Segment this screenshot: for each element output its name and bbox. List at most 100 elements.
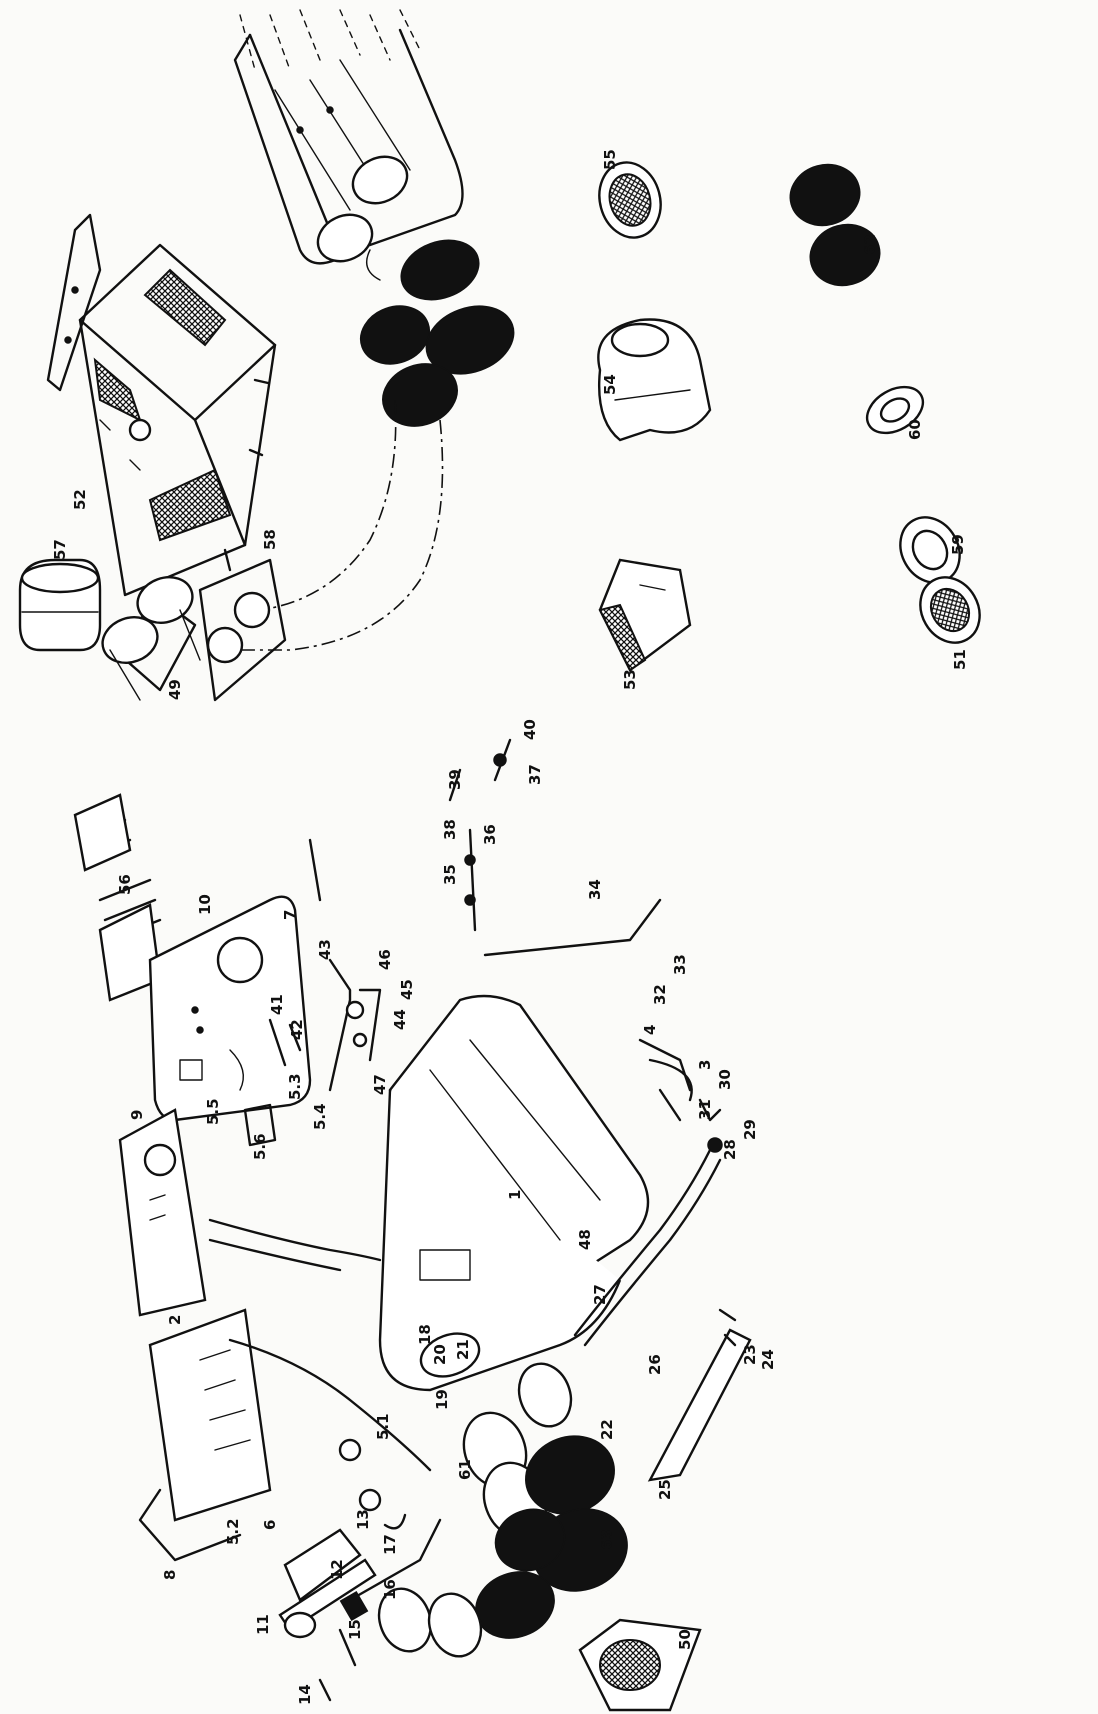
heater-unit-1 [378, 994, 650, 1392]
label-40: 40 [521, 719, 539, 740]
label-32: 32 [651, 984, 669, 1005]
part-30-31 [658, 1088, 722, 1122]
label-55: 55 [601, 149, 619, 170]
part-23-24 [718, 1308, 737, 1347]
part-59-51 [899, 516, 981, 644]
label-5-1: 5.1 [374, 1413, 392, 1440]
label-17: 17 [381, 1534, 399, 1555]
fuel-fittings [448, 738, 512, 932]
part-labels: 1 2 3 4 5.1 5.2 5.3 5.4 5.5 5.6 6 7 8 9 … [51, 149, 969, 1705]
label-31: 31 [696, 1099, 714, 1120]
part-46-47 [328, 958, 382, 1092]
part-41-42 [268, 1018, 302, 1067]
label-26: 26 [646, 1354, 664, 1375]
label-11: 11 [254, 1614, 272, 1635]
label-9: 9 [128, 1110, 146, 1120]
part-62 [789, 163, 881, 287]
part-55 [598, 161, 662, 239]
part-15 [339, 1590, 369, 1622]
label-28: 28 [721, 1139, 739, 1160]
label-60: 60 [906, 419, 924, 440]
part-17 [383, 1513, 407, 1530]
part-7 [308, 838, 322, 902]
label-37: 37 [526, 764, 544, 785]
label-4: 4 [641, 1025, 659, 1035]
label-57: 57 [51, 539, 69, 560]
label-20: 20 [431, 1344, 449, 1365]
label-35: 35 [441, 864, 459, 885]
plate-top [46, 213, 102, 392]
label-39: 39 [446, 769, 464, 790]
part-5-5 [243, 1103, 277, 1147]
label-49: 49 [166, 679, 184, 700]
part-50 [578, 1618, 702, 1712]
part-13 [358, 1488, 382, 1512]
label-13: 13 [354, 1509, 372, 1530]
part-14-15-16 [318, 1518, 442, 1702]
label-2: 2 [166, 1315, 184, 1325]
duct-line-1 [230, 419, 444, 651]
part-28-29 [707, 1137, 723, 1153]
label-46: 46 [376, 949, 394, 970]
label-50: 50 [676, 1629, 694, 1650]
label-18: 18 [416, 1324, 434, 1345]
label-52: 52 [71, 489, 89, 510]
label-12: 12 [328, 1559, 346, 1580]
label-21: 21 [454, 1339, 472, 1360]
label-22: 22 [598, 1419, 616, 1440]
label-7: 7 [281, 910, 299, 920]
label-53: 53 [621, 669, 639, 690]
label-63: 63 [598, 1529, 616, 1550]
part-54 [597, 318, 712, 442]
label-27: 27 [591, 1284, 609, 1305]
part-10 [148, 895, 312, 1122]
part-56 [73, 793, 162, 1002]
label-38: 38 [441, 819, 459, 840]
part-49 [101, 576, 201, 701]
exhaust-pipe [583, 1158, 722, 1347]
part-25 [647, 1328, 752, 1482]
label-61: 61 [456, 1459, 474, 1480]
part-58 [198, 558, 287, 702]
part-3-4 [638, 1038, 693, 1102]
label-5-4: 5.4 [311, 1103, 329, 1130]
part-5-1 [338, 1438, 362, 1462]
label-48: 48 [576, 1229, 594, 1250]
label-6: 6 [261, 1520, 279, 1530]
label-59: 59 [949, 534, 967, 555]
label-23: 23 [741, 1344, 759, 1365]
part-8 [138, 1488, 242, 1562]
label-3: 3 [696, 1060, 714, 1070]
wire-harness [208, 1218, 382, 1272]
duct-cluster-top [359, 239, 515, 427]
label-14: 14 [296, 1684, 314, 1705]
label-1: 1 [506, 1190, 524, 1200]
part-53 [598, 558, 692, 672]
duct-hoses-61-63 [462, 1362, 628, 1592]
label-19: 19 [433, 1389, 451, 1410]
label-29: 29 [741, 1119, 759, 1140]
duct-elbow [377, 1508, 566, 1658]
label-5-5: 5.5 [204, 1098, 222, 1125]
label-62: 62 [861, 234, 879, 255]
label-24: 24 [759, 1349, 777, 1370]
part-9 [118, 1108, 207, 1317]
label-36: 36 [481, 824, 499, 845]
label-47: 47 [371, 1074, 389, 1095]
part-57 [18, 558, 102, 652]
label-41: 41 [268, 994, 286, 1015]
label-54: 54 [601, 374, 619, 395]
label-33: 33 [671, 954, 689, 975]
label-30: 30 [716, 1069, 734, 1090]
part-60 [865, 385, 925, 435]
fuel-line-34 [483, 898, 662, 957]
duct-line-2 [259, 399, 397, 611]
label-34: 34 [586, 879, 604, 900]
label-16: 16 [381, 1579, 399, 1600]
label-10: 10 [196, 894, 214, 915]
label-44: 44 [391, 1009, 409, 1030]
label-25: 25 [656, 1479, 674, 1500]
vehicle-body [233, 9, 464, 265]
label-15: 15 [346, 1619, 364, 1640]
